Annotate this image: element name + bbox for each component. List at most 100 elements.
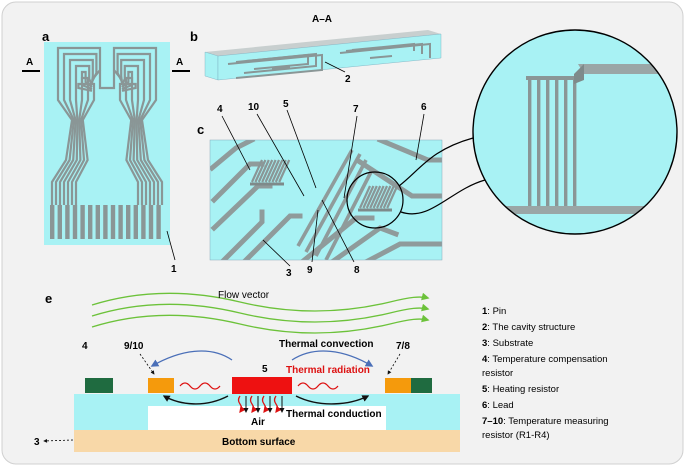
heating-resistor (232, 377, 292, 394)
pin (133, 205, 138, 239)
comb-finger (375, 185, 389, 209)
slab-front (204, 51, 219, 81)
bottom-surface-label: Bottom surface (222, 437, 296, 448)
convection-arrow-right (291, 350, 374, 367)
air-label: Air (251, 417, 265, 428)
panel-c-callouts (221, 109, 425, 267)
pin (126, 205, 131, 239)
magnified-stripe (564, 80, 568, 208)
callout-2-line (324, 61, 346, 73)
lead-trace (70, 76, 93, 205)
legend-entry: 1: Pin (482, 306, 506, 317)
callout-5: 5 (283, 99, 289, 110)
legend-number: 2 (482, 322, 487, 333)
heater-trace (98, 70, 116, 90)
section-marker-right-label: A (176, 57, 183, 68)
callout-7: 7 (353, 104, 359, 115)
panel-b-label: b (190, 29, 198, 44)
lead-trace (118, 82, 140, 205)
temp-sensor-left (148, 378, 174, 393)
panel-d-magnified (472, 29, 678, 235)
lead-trace (120, 58, 156, 205)
comb-finger (254, 159, 267, 183)
callout-9: 9 (307, 265, 313, 276)
comb-finger (365, 185, 378, 209)
legend-text: : Temperature compensation (487, 354, 607, 365)
lead-trace (112, 46, 164, 205)
radiation-waves (179, 382, 339, 414)
legend-entry: 7–10: Temperature measuring (482, 416, 609, 427)
convection-arrow-left (150, 350, 233, 367)
legend-text: : Lead (487, 400, 513, 411)
legend-number: 3 (482, 338, 487, 349)
pin (95, 205, 100, 239)
magnified-circle-border (472, 29, 678, 235)
comb-finger (379, 185, 392, 209)
temperature-sensor-comb (358, 185, 399, 212)
flow-vector-label: Flow vector (218, 290, 270, 301)
legend-text: : The cavity structure (487, 322, 575, 333)
magnified-stripe (537, 80, 541, 208)
magnified-lead-bottom (473, 206, 677, 214)
left-sensor-label: 9/10 (124, 341, 144, 352)
comb-finger (386, 185, 399, 209)
magnified-stripe (573, 80, 577, 208)
comb-finger (358, 185, 372, 209)
thermal-convection-label: Thermal convection (279, 339, 373, 350)
comb-finger (250, 159, 264, 183)
panel-b-cross-section: 2 (204, 30, 442, 85)
legend-entry-cont: resistor (R1-R4) (482, 430, 550, 441)
comb-finger (372, 185, 385, 209)
slab-top (205, 30, 441, 56)
pin (65, 205, 70, 239)
substrate-ref-label: 3 (34, 437, 40, 448)
lead-trace (50, 46, 102, 205)
thermal-conduction-label: Thermal conduction (286, 409, 382, 420)
lead-trace (58, 58, 94, 205)
pin (110, 205, 116, 239)
lead-traces (50, 46, 164, 205)
pin (57, 205, 62, 239)
lead-trace (74, 82, 96, 205)
temp-sensor-right (385, 378, 411, 393)
comb-finger (369, 185, 382, 209)
panel-c-closeup (210, 140, 442, 260)
pin-array (50, 205, 161, 239)
compensation-label: 4 (82, 341, 88, 352)
comb-finger (362, 185, 375, 209)
conduction-arrows (162, 395, 370, 413)
legend-number: 7–10 (482, 416, 503, 427)
zoom-connector-lower (400, 179, 486, 215)
callout-2: 2 (345, 74, 351, 85)
legend-text: : Pin (487, 306, 506, 317)
pin (156, 205, 161, 239)
legend-text: : Heating resistor (487, 384, 559, 395)
pin (72, 205, 78, 239)
callout-8: 8 (354, 265, 360, 276)
heating-resistor-stripes (296, 149, 374, 260)
pin (50, 205, 55, 239)
cavity-grooves (227, 42, 431, 79)
zoom-connector (398, 137, 474, 187)
legend-entry: 5: Heating resistor (482, 384, 559, 395)
substrate-shape (74, 394, 460, 430)
comb-finger (257, 159, 270, 183)
lead-trace (54, 52, 98, 205)
magnified-stripe (546, 80, 550, 208)
magnified-lead-corner (574, 64, 584, 84)
right-sensor-label: 7/8 (396, 341, 410, 352)
legend-text: : Substrate (487, 338, 533, 349)
callout-4: 4 (217, 104, 223, 115)
magnified-stripe (528, 80, 532, 208)
comb-finger (264, 159, 277, 183)
legend-entry-cont: resistor (482, 368, 513, 379)
legend-entry: 2: The cavity structure (482, 322, 575, 333)
comb-finger (382, 185, 395, 209)
left-sensor-leader (139, 353, 155, 375)
pin (80, 205, 85, 239)
callout-6: 6 (421, 102, 427, 113)
comb-finger (278, 159, 291, 183)
bottom-surface (74, 430, 460, 452)
legend-number: 1 (482, 306, 488, 317)
